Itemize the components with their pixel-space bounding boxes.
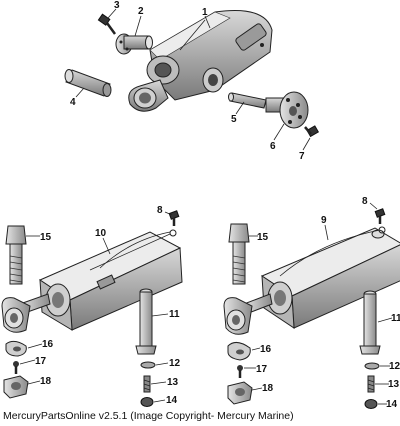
callout-2: 2	[138, 6, 144, 17]
callout-13-left: 13	[167, 377, 179, 388]
callout-13-right: 13	[388, 379, 400, 390]
callout-15-left: 15	[40, 232, 52, 243]
callout-3: 3	[114, 0, 120, 11]
callout-12-right: 12	[389, 361, 400, 372]
callout-6: 6	[270, 141, 276, 152]
top-assembly	[64, 9, 320, 138]
callout-labels: 1 2 3 4 5 6 7 8 8 9 10 11 11 12 12 13 13…	[35, 0, 400, 410]
callout-18-left: 18	[40, 376, 52, 387]
callout-7: 7	[299, 151, 305, 162]
screw-part-8-right	[374, 208, 386, 224]
screw-part-8-left	[168, 210, 180, 226]
housing-part-1	[128, 9, 273, 112]
flanged-bushing-part-6	[265, 91, 309, 129]
callout-15-right: 15	[257, 232, 269, 243]
callout-10: 10	[95, 228, 107, 239]
nut-part-18-left	[3, 375, 29, 399]
callout-12-left: 12	[169, 358, 181, 369]
tab-washer-part-16-right	[227, 342, 251, 361]
rod-eye-right	[223, 293, 273, 335]
bolt-part-15-right	[228, 223, 250, 285]
callout-11-right: 11	[391, 313, 400, 324]
leader-lines	[19, 8, 393, 405]
callout-14-left: 14	[166, 395, 178, 406]
callout-18-right: 18	[262, 383, 274, 394]
callout-4: 4	[70, 97, 76, 108]
pin-part-11-left	[135, 288, 157, 355]
callout-16-left: 16	[42, 339, 54, 350]
nut-part-14-right	[364, 399, 378, 409]
callout-5: 5	[231, 114, 237, 125]
pin-part-5	[228, 92, 267, 109]
rod-eye-left	[1, 293, 51, 333]
nut-part-18-right	[227, 381, 253, 405]
callout-17-right: 17	[256, 364, 268, 375]
washer-part-12-right	[364, 362, 380, 370]
nut-part-14-left	[140, 397, 154, 407]
left-cylinder-assembly	[1, 210, 183, 407]
screw-part-13-right	[367, 375, 375, 393]
tab-washer-part-16-left	[5, 340, 27, 357]
callout-14-right: 14	[386, 399, 398, 410]
callout-16-right: 16	[260, 344, 272, 355]
pin-part-11-right	[359, 290, 381, 355]
copyright-footer: MercuryPartsOnline v2.5.1 (Image Copyrig…	[3, 410, 294, 422]
callout-17-left: 17	[35, 356, 47, 367]
callout-9: 9	[321, 215, 327, 226]
callout-1: 1	[202, 7, 208, 18]
screw-part-7	[304, 125, 320, 138]
callout-11-left: 11	[169, 309, 180, 320]
flanged-pin-part-2	[115, 33, 153, 55]
washer-part-12-left	[140, 361, 156, 369]
screw-part-13-left	[143, 375, 151, 393]
bolt-part-15-left	[5, 225, 27, 285]
cylinder-part-9	[260, 226, 400, 329]
sleeve-part-4	[64, 69, 112, 97]
right-cylinder-assembly	[223, 208, 400, 409]
callout-8-left: 8	[157, 205, 163, 216]
callout-8-right: 8	[362, 196, 368, 207]
screw-part-17-left	[13, 361, 19, 374]
screw-part-17-right	[237, 365, 243, 378]
screw-part-3	[97, 13, 117, 35]
